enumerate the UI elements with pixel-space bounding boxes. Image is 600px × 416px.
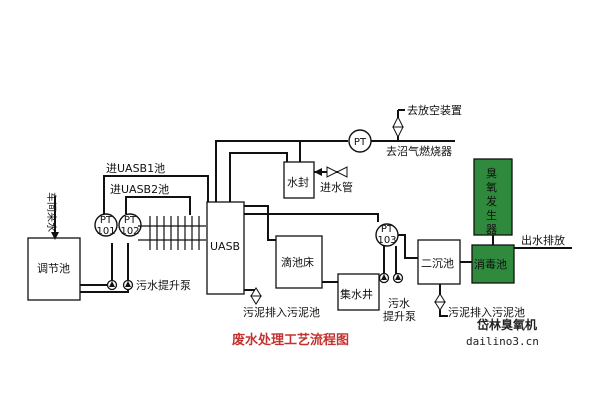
pt102-label-b: 102 bbox=[120, 226, 139, 237]
secondary-clarifier-label: 二沉池 bbox=[421, 257, 454, 270]
uasb-reactor-box bbox=[206, 201, 245, 295]
regulating-tank-label: 调节池 bbox=[37, 262, 70, 275]
pt-top-label: PT bbox=[354, 137, 367, 148]
disinfection-tank-label: 消毒池 bbox=[474, 257, 507, 271]
gas-line-to-seal bbox=[229, 152, 288, 202]
ozone-generator-label: 臭 氧 发 生 器 bbox=[486, 166, 497, 236]
watermark-brand: 岱林臭氧机 bbox=[476, 317, 537, 332]
pt101-gauge-icon bbox=[94, 213, 118, 237]
pipe-to-uasb2 bbox=[125, 196, 191, 215]
vent-valve-icon bbox=[392, 115, 404, 128]
watermark-url: dailino3.cn bbox=[466, 335, 539, 348]
pt102-label-a: PT bbox=[124, 215, 137, 226]
collection-well-label: 集水井 bbox=[340, 287, 373, 301]
distribution-teeth bbox=[149, 216, 200, 250]
pipe-uasb-to-pt103 bbox=[244, 213, 379, 222]
inflow-arrow-icon bbox=[51, 232, 59, 240]
water-seal-label: 水封 bbox=[287, 175, 309, 189]
sludge-valve-2-icon bbox=[434, 293, 446, 303]
disinfection-tank-box bbox=[471, 244, 515, 284]
secondary-clarifier-box bbox=[417, 239, 461, 285]
pt101-label-b: 101 bbox=[96, 226, 115, 237]
inlet-arrow-icon bbox=[314, 168, 322, 176]
gas-line-main bbox=[215, 140, 348, 202]
sludge-discharge-1-label: 污泥排入污泥池 bbox=[243, 305, 320, 319]
svg-text:臭: 臭 bbox=[486, 166, 497, 180]
svg-text:器: 器 bbox=[486, 223, 497, 236]
svg-text:发: 发 bbox=[486, 194, 497, 208]
ozone-generator-box bbox=[473, 158, 513, 236]
pipe-tank-to-pump2 bbox=[80, 285, 129, 293]
water-seal-box bbox=[283, 161, 315, 199]
collection-well-box bbox=[337, 273, 380, 311]
sludge-discharge-2-label: 污泥排入污泥池 bbox=[448, 305, 525, 319]
pipe-pt103-to-clarifier bbox=[398, 234, 418, 259]
inlet-valve-icon bbox=[326, 166, 339, 178]
lift-pump-2-label-a: 污水 bbox=[388, 297, 410, 310]
svg-text:生: 生 bbox=[486, 208, 497, 222]
regulating-tank-box bbox=[27, 237, 81, 301]
to-uasb2-label: 进UASB2池 bbox=[110, 183, 169, 196]
pipe-uasb-to-filter bbox=[244, 205, 276, 241]
to-burner-label: 去沼气燃烧器 bbox=[386, 144, 452, 158]
diagram-title: 废水处理工艺流程图 bbox=[232, 332, 349, 348]
pt102-gauge-icon bbox=[118, 213, 142, 237]
vent-device-label: 去放空装置 bbox=[407, 103, 462, 117]
trickling-filter-label: 滴池床 bbox=[281, 255, 314, 269]
trickling-filter-box bbox=[275, 235, 323, 289]
to-uasb1-label: 进UASB1池 bbox=[106, 162, 165, 175]
pt103-label-b: 103 bbox=[377, 235, 396, 246]
effluent-label: 出水排放 bbox=[521, 233, 565, 247]
uasb-label: UASB bbox=[210, 240, 240, 253]
pt101-label-a: PT bbox=[100, 215, 113, 226]
lift-pump-1-label: 污水提升泵 bbox=[136, 279, 191, 292]
svg-text:氧: 氧 bbox=[486, 180, 497, 194]
lift-pump-2-label-b: 提升泵 bbox=[383, 310, 416, 323]
workshop-inflow-label: 车间来水 bbox=[45, 192, 58, 232]
pt103-label-a: PT bbox=[381, 224, 394, 235]
pipe-to-uasb1 bbox=[103, 175, 209, 214]
water-inlet-label: 进水管 bbox=[320, 180, 353, 194]
